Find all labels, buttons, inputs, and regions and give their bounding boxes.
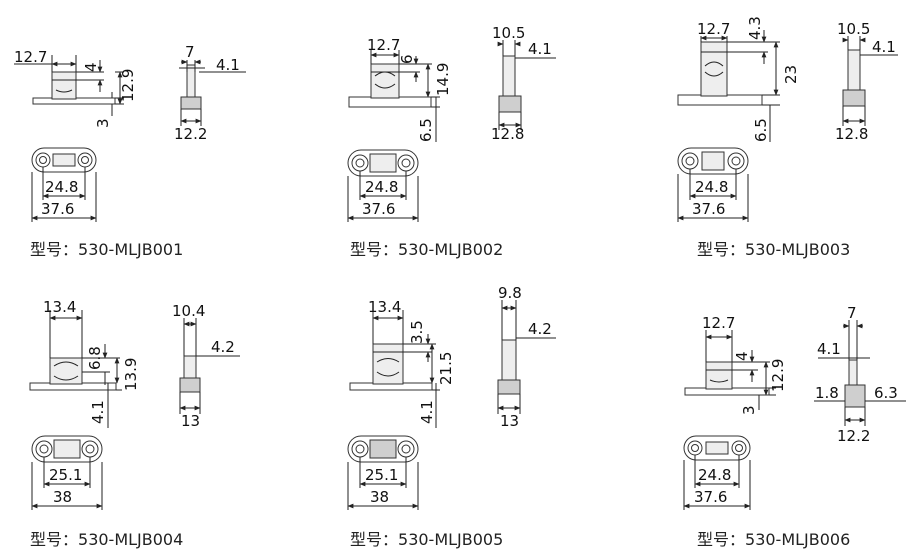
dim-top-width: 12.7 (367, 36, 400, 54)
dim-total-height: 23 (782, 65, 800, 84)
dim-hole-span: 24.8 (695, 178, 728, 196)
dim-hole-span: 25.1 (365, 466, 398, 484)
dim-base-thickness: 3 (740, 405, 758, 415)
model-label: 型号：530-MLJB005 (350, 530, 503, 549)
part-3-front-view: 12.7 4.3 23 6.5 (677, 16, 800, 142)
part-6-drawing: 12.7 4 12.9 3 7 4.1 1.8 6.3 12.2 (683, 304, 906, 549)
dim-length: 37.6 (694, 488, 727, 506)
part-2-front-view: 12.7 6 14.9 6.5 (348, 36, 452, 142)
dim-cap-height: 4 (733, 351, 751, 361)
dim-hole-span: 25.1 (49, 466, 82, 484)
dim-top-width: 12.7 (697, 20, 730, 38)
part-5-front-view: 13.4 3.5 21.5 4.1 (349, 298, 455, 428)
dim-side-right-width: 6.3 (874, 384, 898, 402)
dim-cap-height: 6 (398, 54, 416, 64)
part-6-side-view: 7 4.1 1.8 6.3 12.2 (814, 304, 906, 445)
part-6-bottom-view: 24.8 37.6 (683, 435, 751, 510)
model-label: 型号：530-MLJB004 (30, 530, 183, 549)
part-3-side-view: 10.5 4.1 12.8 (835, 20, 898, 143)
dim-total-height: 13.9 (122, 358, 140, 391)
part-3-bottom-view: 24.8 37.6 (677, 147, 749, 222)
dim-side-top-width: 7 (847, 304, 857, 322)
dim-side-left-offset: 1.8 (815, 384, 839, 402)
dim-base-thickness: 4.1 (89, 400, 107, 424)
dim-side-cap-width: 4.1 (872, 38, 896, 56)
part-1-bottom-view: 24.8 37.6 (31, 147, 97, 222)
dim-total-height: 21.5 (437, 352, 455, 385)
dim-base-thickness: 3 (94, 118, 112, 128)
dim-side-base-width: 12.2 (837, 427, 870, 445)
dim-cap-height: 3.5 (408, 320, 426, 344)
dim-side-cap-width: 4.2 (211, 338, 235, 356)
part-4-drawing: 13.4 6.8 13.9 4.1 10.4 4.2 13 (29, 298, 240, 549)
part-4-side-view: 10.4 4.2 13 (172, 302, 240, 430)
dim-side-cap-width: 4.1 (817, 340, 841, 358)
dim-base-thickness: 6.5 (752, 118, 770, 142)
dim-length: 38 (53, 488, 72, 506)
dim-length: 37.6 (362, 200, 395, 218)
dim-base-thickness: 4.1 (418, 400, 436, 424)
part-2-drawing: 12.7 6 14.9 6.5 10.5 4.1 12.8 (347, 24, 556, 259)
dim-side-base-width: 12.8 (835, 125, 868, 143)
dim-total-height: 14.9 (434, 63, 452, 96)
dim-base-thickness: 6.5 (417, 118, 435, 142)
part-5-side-view: 9.8 4.2 13 (497, 284, 556, 430)
model-label: 型号：530-MLJB006 (697, 530, 850, 549)
part-1-drawing: 12.7 4 12.9 3 7 4.1 12.2 (14, 43, 246, 259)
dim-top-width: 12.7 (14, 48, 47, 66)
dim-side-base-width: 12.2 (174, 125, 207, 143)
dim-side-top-width: 9.8 (498, 284, 522, 302)
part-2-bottom-view: 24.8 37.6 (347, 149, 419, 222)
dim-side-top-width: 7 (185, 43, 195, 61)
dim-side-cap-width: 4.2 (528, 320, 552, 338)
dim-side-top-width: 10.5 (492, 24, 525, 42)
dim-hole-span: 24.8 (45, 178, 78, 196)
dim-side-base-width: 13 (181, 412, 200, 430)
dim-side-cap-width: 4.1 (528, 40, 552, 58)
dim-cap-height: 4.3 (746, 16, 764, 40)
dim-side-cap-width: 4.1 (216, 56, 240, 74)
dim-hole-span: 24.8 (698, 466, 731, 484)
dim-top-width: 13.4 (368, 298, 401, 316)
part-4-front-view: 13.4 6.8 13.9 4.1 (29, 298, 140, 428)
dim-side-base-width: 13 (500, 412, 519, 430)
part-6-front-view: 12.7 4 12.9 3 (684, 314, 787, 415)
dim-cap-height: 6.8 (86, 346, 104, 370)
dim-side-top-width: 10.5 (837, 20, 870, 38)
part-1-front-view: 12.7 4 12.9 3 (14, 48, 137, 128)
dim-length: 37.6 (692, 200, 725, 218)
part-2-side-view: 10.5 4.1 12.8 (491, 24, 556, 143)
dim-side-top-width: 10.4 (172, 302, 205, 320)
dim-total-height: 12.9 (119, 69, 137, 102)
part-1-side-view: 7 4.1 12.2 (174, 43, 246, 143)
part-5-drawing: 13.4 3.5 21.5 4.1 9.8 4.2 13 (347, 284, 556, 549)
model-label: 型号：530-MLJB001 (30, 240, 183, 259)
part-4-bottom-view: 25.1 38 (31, 435, 103, 510)
dim-length: 37.6 (41, 200, 74, 218)
model-label: 型号：530-MLJB003 (697, 240, 850, 259)
dim-side-base-width: 12.8 (491, 125, 524, 143)
dim-length: 38 (370, 488, 389, 506)
dim-top-width: 12.7 (702, 314, 735, 332)
model-label: 型号：530-MLJB002 (350, 240, 503, 259)
dim-total-height: 12.9 (769, 359, 787, 392)
part-3-drawing: 12.7 4.3 23 6.5 10.5 4.1 12.8 (677, 16, 898, 259)
dim-cap-height: 4 (82, 62, 100, 72)
dim-hole-span: 24.8 (365, 178, 398, 196)
part-5-bottom-view: 25.1 38 (347, 435, 419, 510)
dim-top-width: 13.4 (43, 298, 76, 316)
